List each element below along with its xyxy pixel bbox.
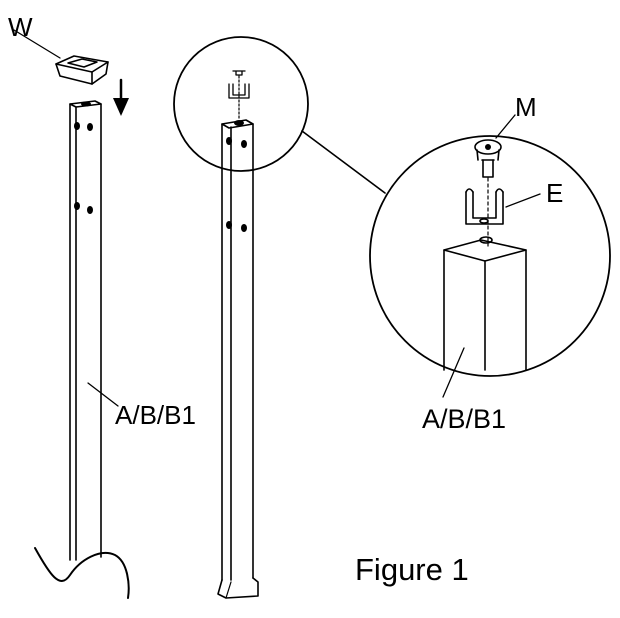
figure-caption: Figure 1 bbox=[355, 552, 469, 587]
label-part-m: M bbox=[515, 92, 537, 122]
base-plate-w bbox=[13, 29, 109, 85]
label-part-e: E bbox=[546, 178, 563, 208]
label-part-w: W bbox=[8, 12, 33, 42]
down-arrow-icon bbox=[113, 78, 129, 116]
detail-callout-large bbox=[369, 114, 611, 398]
detail-callout-small bbox=[173, 36, 386, 194]
left-post bbox=[34, 100, 130, 599]
label-post-left: A/B/B1 bbox=[115, 400, 196, 430]
middle-post bbox=[217, 119, 259, 599]
label-post-detail: A/B/B1 bbox=[422, 404, 506, 434]
